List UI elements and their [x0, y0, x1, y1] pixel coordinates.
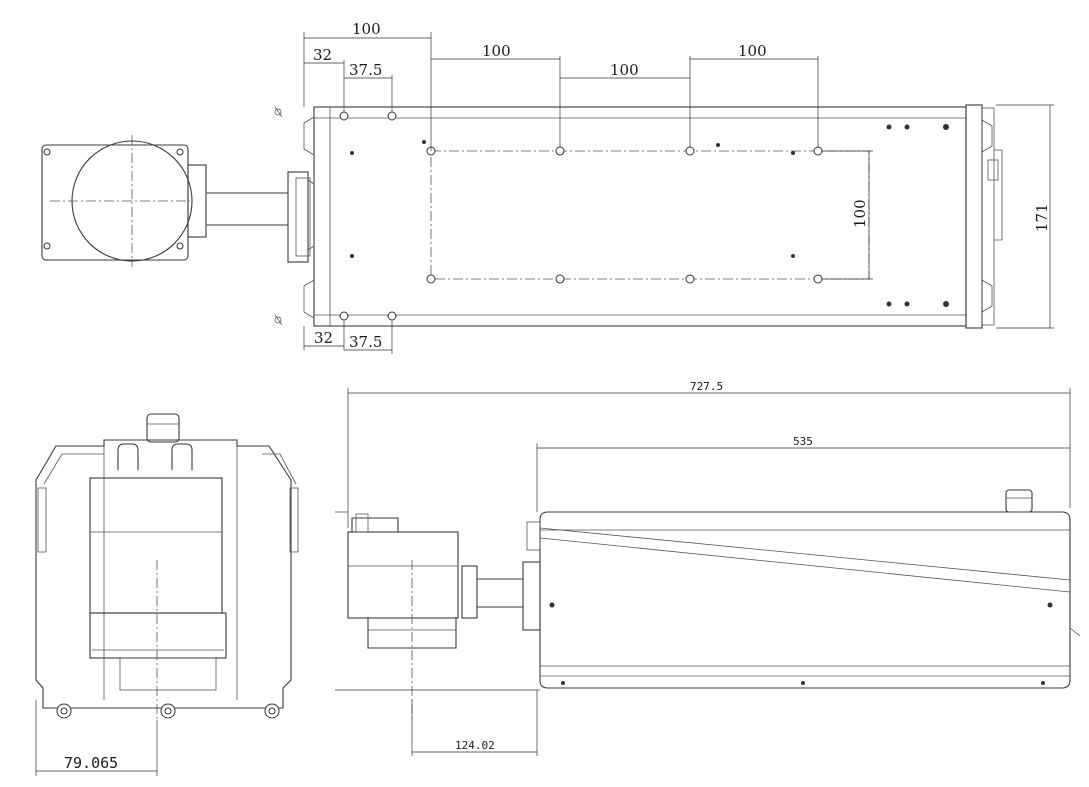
dim-front-offset: 79.065 [64, 754, 118, 772]
side-view: 727.5 535 124.02 [335, 380, 1081, 756]
dim-body-length: 535 [793, 435, 813, 448]
dim-bottom-32: 32 [314, 329, 333, 347]
dim-row-100-c: 100 [738, 42, 767, 60]
front-view: 79.065 [35, 413, 299, 776]
galvo-head-top [41, 135, 315, 267]
top-view: 100 32 37.5 100 100 100 100 171 32 37.5 [41, 20, 1054, 354]
dim-top-32: 32 [313, 46, 332, 64]
dim-top-37-5: 37.5 [349, 61, 382, 79]
dim-row-100-b: 100 [610, 61, 639, 79]
dim-bottom-37-5: 37.5 [349, 333, 382, 351]
dim-height-171: 171 [1033, 203, 1051, 232]
top-dimension-lines [303, 32, 1054, 354]
dim-total-length: 727.5 [690, 380, 723, 393]
dim-row-100-a: 100 [482, 42, 511, 60]
dim-vertical-100: 100 [851, 199, 869, 228]
dim-lens-offset: 124.02 [455, 739, 495, 752]
dim-top-100-overall: 100 [352, 20, 381, 38]
